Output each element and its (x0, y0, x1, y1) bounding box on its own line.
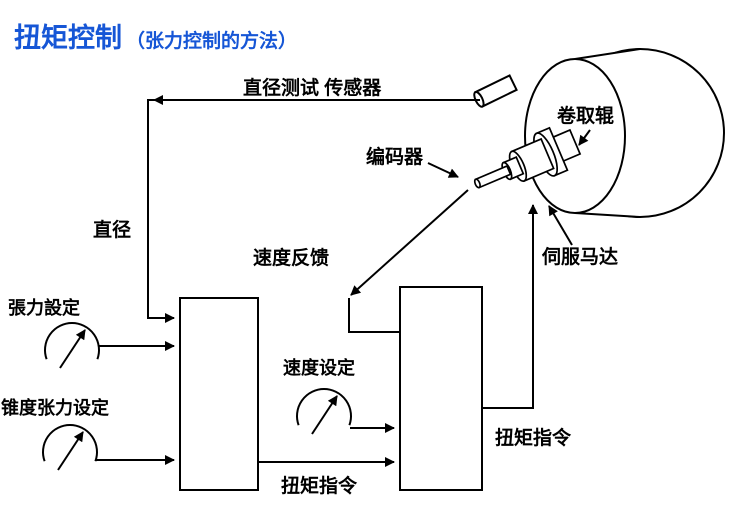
taper-tension-setting-dial-icon (42, 424, 98, 471)
label-taper-tension-setting: 锥度张力设定 (1, 398, 109, 418)
servo-motor-pointer (548, 205, 573, 246)
diameter-signal-line (147, 99, 480, 323)
title-main: 扭矩控制 (14, 23, 122, 53)
title-subtitle: （张力控制的方法） (126, 31, 298, 52)
encoder-pointer (427, 162, 459, 178)
label-diameter-sensor: 直径测试 传感器 (243, 78, 382, 99)
label-encoder: 编码器 (366, 147, 424, 168)
tension-setting-dial-icon (44, 322, 100, 369)
label-diameter: 直径 (93, 220, 132, 241)
speed-controller-box (399, 286, 483, 491)
encoder-shaft-tip (473, 178, 481, 189)
label-torque-command-right: 扭矩指令 (495, 428, 572, 449)
tension-controller-box (179, 297, 259, 491)
speed-feedback-elbow (348, 298, 399, 333)
winding-roll-pointer (578, 129, 591, 146)
label-winding-roll: 卷取辊 (557, 106, 615, 127)
speed-setting-dial-icon (296, 388, 352, 435)
winding-roll-graphic (524, 48, 725, 218)
label-speed-setting: 速度设定 (283, 358, 355, 378)
label-servo-motor: 伺服马达 (542, 247, 619, 268)
label-speed-feedback: 速度反馈 (253, 248, 330, 269)
label-torque-command-bottom: 扭矩指令 (281, 476, 358, 497)
servo-motor-encoder-shaft (473, 126, 582, 189)
torque-command-line-right (482, 204, 538, 409)
page-title: 扭矩控制 （张力控制的方法） (14, 16, 297, 55)
speed-feedback-line (350, 189, 469, 296)
diameter-sensor-graphic (473, 74, 518, 108)
label-tension-setting: 張力設定 (8, 298, 80, 318)
